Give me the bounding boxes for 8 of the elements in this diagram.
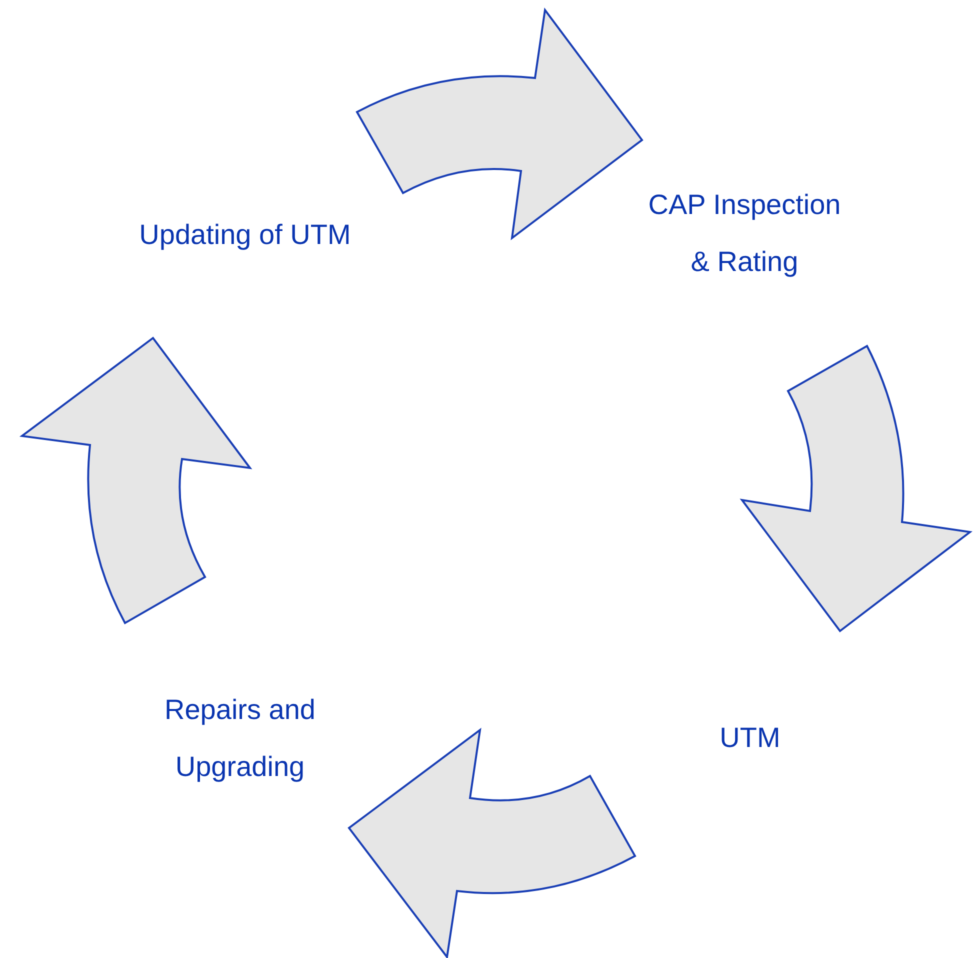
step-label: Updating of UTM [138, 218, 352, 252]
curved-block-arrow [356, 9, 643, 239]
step-label: Repairs and Upgrading [164, 693, 316, 784]
curved-block-arrow [21, 337, 251, 624]
step-label: UTM [718, 721, 782, 755]
step-label: CAP Inspection & Rating [647, 188, 842, 279]
curved-block-arrow [741, 345, 971, 632]
curved-block-arrow [348, 729, 636, 958]
